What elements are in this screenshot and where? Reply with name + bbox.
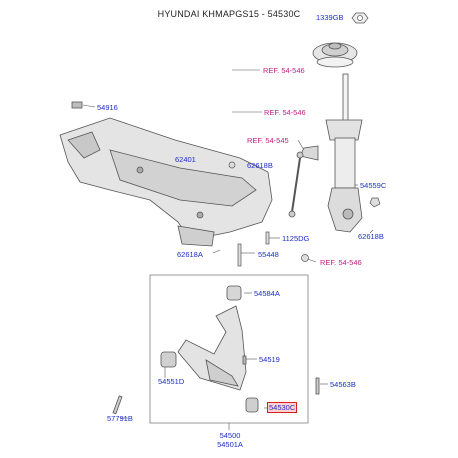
crossmember	[59, 101, 273, 247]
part-label-55448[interactable]: 55448	[258, 250, 279, 259]
lower-arm	[112, 285, 320, 415]
stabilizer-link	[288, 151, 304, 218]
part-label-54916[interactable]: 54916	[97, 103, 118, 112]
part-label-57791b[interactable]: 57791B	[107, 414, 133, 423]
top-nut	[351, 12, 369, 24]
part-label-62618b-right[interactable]: 62618B	[358, 232, 384, 241]
part-label-62618b-top[interactable]: 62618B	[247, 161, 273, 170]
part-label-54563b[interactable]: 54563B	[330, 380, 356, 389]
part-label-54584a[interactable]: 54584A	[254, 289, 280, 298]
ref-label-1[interactable]: REF. 54-546	[263, 66, 305, 75]
part-label-54530c-highlighted[interactable]: 54530C	[267, 402, 298, 413]
ref-label-2[interactable]: REF. 54-546	[264, 108, 306, 117]
part-label-54559c[interactable]: 54559C	[360, 181, 387, 190]
part-label-54501a[interactable]: 54501A	[217, 440, 243, 449]
strut-mount	[312, 42, 358, 68]
ref-label-3[interactable]: REF. 54-545	[247, 136, 289, 145]
part-label-1125dg[interactable]: 1125DG	[282, 234, 310, 243]
page-title: HYUNDAI KHMAPGS15 - 54530C	[157, 9, 301, 19]
loose-bolts	[228, 161, 381, 267]
part-label-1339gb[interactable]: 1339GB	[316, 13, 344, 22]
part-label-54551d[interactable]: 54551D	[158, 377, 185, 386]
part-label-62618a[interactable]: 62618A	[177, 250, 203, 259]
part-label-54519[interactable]: 54519	[259, 355, 280, 364]
part-label-62401[interactable]: 62401	[175, 155, 196, 164]
ref-label-4[interactable]: REF. 54-546	[320, 258, 362, 267]
part-label-54500[interactable]: 54500	[219, 431, 241, 440]
shock-absorber	[299, 73, 363, 233]
